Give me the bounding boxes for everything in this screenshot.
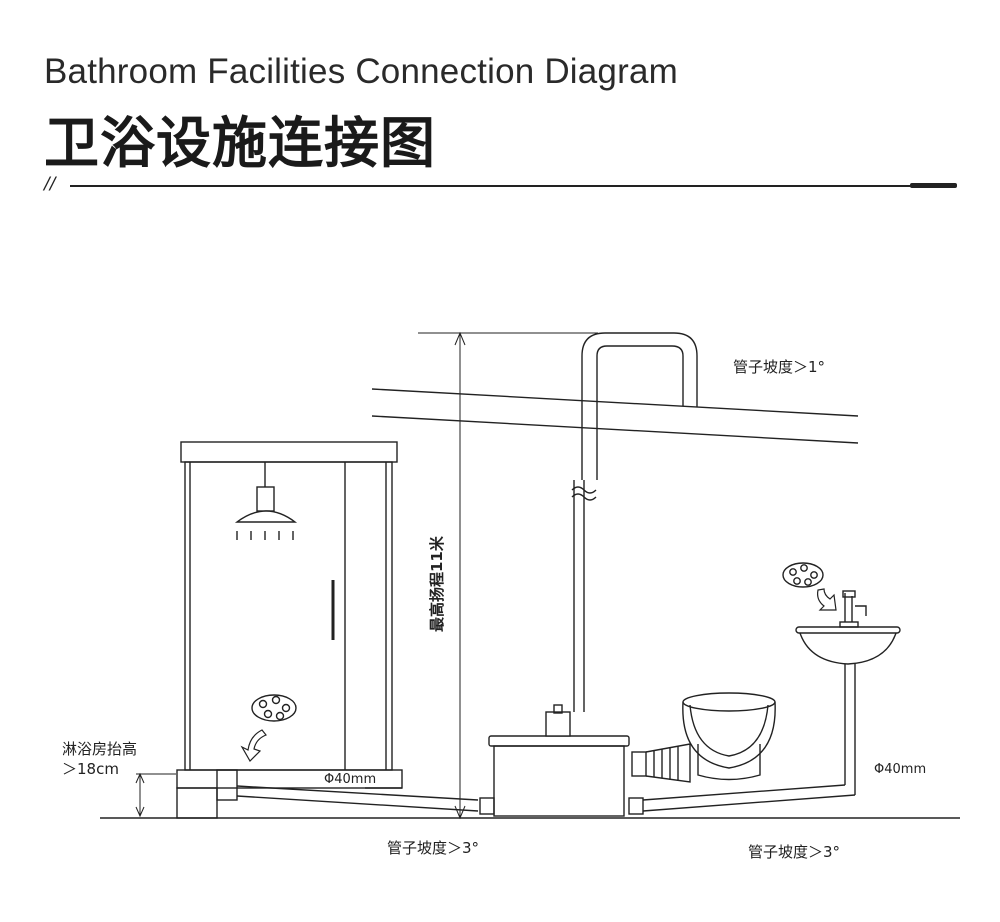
shower-raise-label-line2: ＞18cm xyxy=(62,760,119,778)
header-divider-line xyxy=(70,185,955,187)
title-chinese: 卫浴设施连接图 xyxy=(44,111,437,175)
discharge-pipe xyxy=(571,332,698,712)
pipe-diameter-right-label: Φ40mm xyxy=(874,762,926,777)
toilet-connector xyxy=(645,743,691,783)
pipe-diameter-left-label: Φ40mm xyxy=(324,772,376,787)
max-lift-label: 最高扬程11米 xyxy=(428,535,446,632)
ceiling-beam xyxy=(371,388,859,444)
shower-drain-pipe xyxy=(236,785,479,812)
slope-bottom-left-label: 管子坡度＞3° xyxy=(387,839,479,857)
shower-head-icon xyxy=(234,462,298,540)
shower-base xyxy=(176,769,403,819)
wash-basin xyxy=(795,590,901,665)
shower-raise-dimension xyxy=(135,772,176,818)
basin-drain-pipe xyxy=(642,664,856,812)
shower-drain-arrow-icon xyxy=(240,729,267,762)
title-english: Bathroom Facilities Connection Diagram xyxy=(44,52,678,91)
slope-top-label: 管子坡度＞1° xyxy=(733,358,825,376)
shower-raise-label-line1: 淋浴房抬高 xyxy=(62,740,137,758)
toilet xyxy=(682,692,776,781)
header-divider-accent xyxy=(910,183,957,188)
shower-drain-icon xyxy=(251,694,297,722)
slope-bottom-right-label: 管子坡度＞3° xyxy=(748,843,840,861)
macerator-pump xyxy=(479,704,647,817)
basin-drain-icon xyxy=(782,562,824,588)
divider-mark: // xyxy=(44,174,56,194)
shower-enclosure xyxy=(180,441,398,771)
basin-drain-arrow-icon xyxy=(817,588,837,611)
